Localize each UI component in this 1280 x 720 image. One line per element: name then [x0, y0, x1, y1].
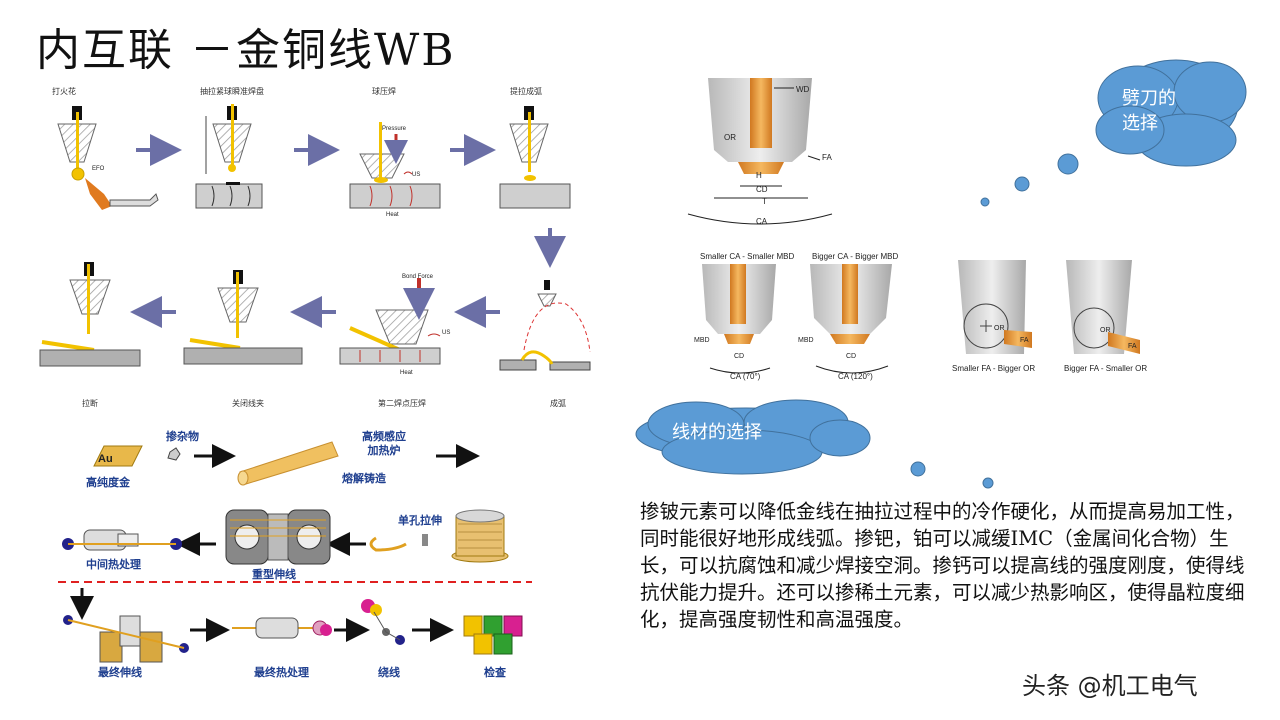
doping-description-paragraph: 掺铍元素可以降低金线在抽拉过程中的冷作硬化，从而提高易加工性，同时能很好地形成线…	[640, 500, 1245, 631]
svg-text:WD: WD	[796, 85, 810, 94]
final-heat-icon	[232, 617, 332, 639]
svg-text:US: US	[442, 330, 450, 336]
svg-text:Heat: Heat	[400, 370, 413, 376]
inspection-icon	[463, 615, 523, 655]
capillary-bigger-ca-figure: MBD CD	[798, 264, 892, 374]
step-ball-bond-figure: Pressure US Heat	[349, 122, 441, 218]
svg-text:OR: OR	[994, 325, 1005, 332]
step-arc-figure	[499, 280, 591, 371]
svg-text:EFO: EFO	[92, 166, 105, 172]
single-hole-drawing-label: 单孔拉伸	[398, 514, 442, 527]
capillary-variant-bigger-fa: Bigger FA - Smaller OR	[1064, 364, 1148, 373]
step-label-ball-pad: 抽拉紧球瞬准焊盘	[200, 87, 264, 96]
high-purity-gold-label: 高纯度金	[86, 476, 130, 489]
watermark: 头条 @机工电气	[1022, 672, 1198, 700]
melt-cast-label: 熔解铸造	[342, 472, 386, 485]
capillary-choice-text: 劈刀的 选择	[1122, 88, 1176, 134]
induction-furnace-label: 高频感应 加热炉	[362, 430, 406, 457]
capillary-variant-smaller-ca: Smaller CA - Smaller MBD	[700, 252, 795, 261]
step-label-close-clamp: 关闭线夹	[232, 399, 264, 408]
winding-label: 绕线	[378, 666, 400, 679]
step-label-spark: 打火花	[52, 87, 76, 96]
capillary-angle-120: CA (120°)	[838, 372, 873, 381]
wire-bond-process-diagram: EFO Pressure US Heat	[39, 104, 591, 376]
heavy-drawing-label: 重型伸线	[252, 568, 296, 581]
inspection-label: 检查	[484, 666, 506, 679]
svg-text:CA: CA	[756, 217, 768, 226]
wire-choice-cloud	[635, 399, 994, 489]
step-label-arc: 成弧	[550, 399, 566, 408]
page-title: 内互联 －金铜线WB	[36, 25, 456, 76]
svg-text:FA: FA	[822, 153, 832, 162]
svg-text:Pressure: Pressure	[382, 126, 407, 132]
svg-text:FA: FA	[1128, 343, 1137, 350]
final-drawing-icon	[63, 615, 189, 663]
svg-text:MBD: MBD	[694, 337, 710, 344]
step-spark-figure: EFO	[57, 106, 159, 210]
step-label-break: 拉断	[82, 399, 98, 408]
capillary-angle-70: CA (70°)	[730, 372, 761, 381]
capillary-diagrams: WD OR FA H CD T CA MBD CD MBD CD OR FA	[687, 78, 1140, 374]
final-heat-label: 最终热处理	[254, 666, 309, 679]
step-break-figure	[39, 262, 141, 367]
capillary-main-figure: WD OR FA H CD T CA	[687, 78, 832, 226]
step-second-bond-figure: Bond Force US Heat	[339, 274, 450, 376]
svg-text:OR: OR	[1100, 327, 1111, 334]
svg-text:MBD: MBD	[798, 337, 814, 344]
capillary-variant-smaller-fa: Smaller FA - Bigger OR	[952, 364, 1036, 373]
intermediate-heat-icon	[62, 529, 182, 551]
capillary-variant-bigger-ca: Bigger CA - Bigger MBD	[812, 252, 899, 261]
step-label-second-bond: 第二焊点压焊	[378, 399, 426, 408]
wire-manufacturing-diagram: Au	[58, 441, 532, 663]
svg-text:H: H	[756, 171, 762, 180]
single-hole-spool-icon	[451, 509, 509, 563]
svg-text:CD: CD	[756, 185, 768, 194]
step-label-lift-arc: 提拉成弧	[510, 87, 542, 96]
wire-choice-text: 线材的选择	[672, 422, 762, 443]
dopant-icon	[167, 447, 181, 461]
winding-icon	[361, 599, 405, 645]
au-block-icon	[93, 445, 143, 467]
capillary-smaller-fa-figure: OR FA	[958, 260, 1032, 354]
capillary-bigger-fa-figure: OR FA	[1066, 260, 1140, 354]
step-ball-pad-figure	[195, 104, 263, 209]
svg-text:US: US	[412, 172, 420, 178]
heavy-drawing-machine-icon	[225, 509, 331, 565]
svg-text:FA: FA	[1020, 337, 1029, 344]
dopant-label: 掺杂物	[166, 430, 199, 443]
step-close-clamp-figure	[183, 270, 303, 365]
svg-text:T: T	[762, 197, 767, 206]
gold-rod-icon	[239, 441, 339, 485]
intermediate-heat-label: 中间热处理	[86, 558, 141, 571]
final-drawing-label: 最终伸线	[98, 666, 142, 679]
svg-text:OR: OR	[724, 133, 736, 142]
svg-text:CD: CD	[846, 353, 856, 360]
au-label: Au	[98, 453, 113, 465]
step-label-ball-bond: 球压焊	[372, 87, 396, 96]
capillary-smaller-ca-figure: MBD CD	[694, 264, 776, 374]
capillary-choice-cloud	[980, 59, 1247, 207]
svg-text:Bond Force: Bond Force	[402, 274, 434, 280]
svg-text:CD: CD	[734, 353, 744, 360]
step-lift-arc-figure	[499, 106, 571, 209]
svg-text:Heat: Heat	[386, 212, 399, 218]
